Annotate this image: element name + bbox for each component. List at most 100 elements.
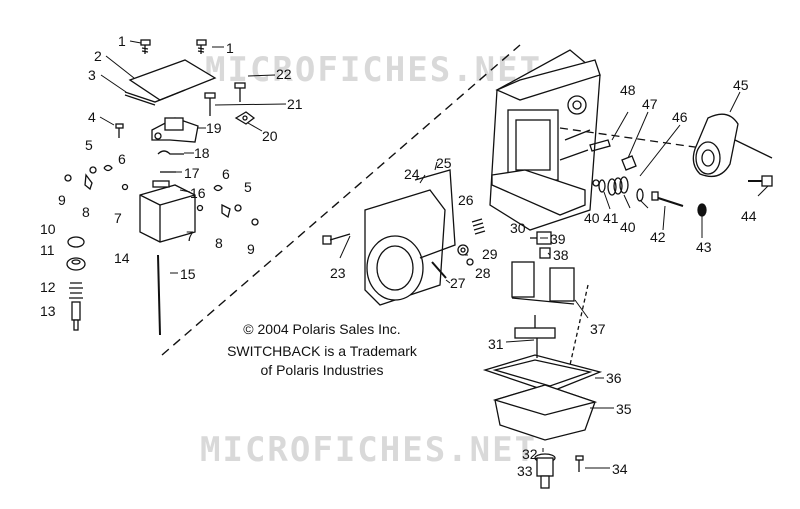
callout-27: 27 (450, 275, 466, 291)
callout-12: 12 (40, 279, 56, 295)
callout-36: 36 (606, 370, 622, 386)
gasket-part-3 (124, 89, 186, 103)
callout-14: 14 (114, 250, 130, 266)
part-9a (64, 174, 72, 182)
copyright-note: © 2004 Polaris Sales Inc. (243, 321, 401, 337)
needle-valve-part-31 (514, 315, 556, 358)
callout-38: 38 (553, 247, 569, 263)
callout-33: 33 (517, 463, 533, 479)
part-7a (121, 183, 129, 191)
callout-40a: 40 (584, 210, 600, 226)
callout-7a: 7 (114, 210, 122, 226)
part-38 (539, 247, 551, 259)
callout-29: 29 (482, 246, 498, 262)
part-46 (621, 155, 637, 171)
pin-part-27 (431, 261, 447, 279)
callout-19: 19 (206, 120, 222, 136)
fitting-part-48 (589, 139, 611, 152)
part-8b (221, 203, 231, 219)
callout-2: 2 (94, 48, 102, 64)
callout-40b: 40 (620, 219, 636, 235)
shaft-part-42 (651, 191, 684, 207)
washer-part-29 (457, 244, 469, 256)
callout-11: 11 (40, 242, 55, 258)
callout-35: 35 (616, 401, 632, 417)
callout-9b: 9 (247, 241, 255, 257)
callout-30: 30 (510, 220, 526, 236)
callout-6b: 6 (222, 166, 230, 182)
callout-45: 45 (733, 77, 749, 93)
callout-39: 39 (550, 231, 566, 247)
callout-21: 21 (287, 96, 303, 112)
throttle-cam-part-45 (692, 113, 773, 178)
bracket-part-19 (151, 117, 199, 143)
trademark-line-2: of Polaris Industries (260, 362, 384, 378)
screw-part-44 (748, 175, 773, 187)
callout-3: 3 (88, 67, 96, 83)
callout-18: 18 (194, 145, 210, 161)
callout-16: 16 (190, 185, 206, 201)
part-8a (84, 173, 93, 191)
part-6b (213, 184, 223, 192)
callout-6a: 6 (118, 151, 126, 167)
spring-part-41 (607, 176, 629, 196)
callout-26: 26 (458, 192, 474, 208)
screw-part-34 (575, 455, 584, 472)
watermark-top: MICROFICHES.NET (205, 50, 543, 90)
callout-42: 42 (650, 229, 666, 245)
callout-48: 48 (620, 82, 636, 98)
slide-valve-part-14 (139, 180, 196, 243)
jet-part-12-13 (69, 282, 83, 331)
callout-37: 37 (590, 321, 606, 337)
part-9b (251, 218, 259, 226)
carburetor-body (489, 49, 601, 231)
screw-part-22 (234, 82, 246, 102)
watermark-bottom: MICROFICHES.NET (200, 430, 538, 470)
drain-plug-part-32-33 (534, 453, 556, 489)
callout-13: 13 (40, 303, 56, 319)
part-28 (466, 258, 474, 266)
callout-25: 25 (436, 155, 452, 171)
callout-7b: 7 (186, 228, 194, 244)
nut-part-10 (67, 236, 85, 248)
trademark-line-1: SWITCHBACK is a Trademark (227, 343, 417, 359)
clip-part-18 (157, 150, 184, 155)
callout-5a: 5 (85, 137, 93, 153)
part-5b (234, 204, 242, 212)
dashed-divider (161, 44, 521, 356)
callout-5b: 5 (244, 179, 252, 195)
part-43 (697, 203, 707, 217)
callout-4: 4 (88, 109, 96, 125)
callout-9a: 9 (58, 192, 66, 208)
callout-17: 17 (184, 165, 200, 181)
callout-28: 28 (475, 265, 491, 281)
callout-44: 44 (741, 208, 757, 224)
callout-24: 24 (404, 166, 420, 182)
washer-part-40b (636, 188, 644, 202)
part-7b (196, 204, 204, 212)
needle-part-15 (157, 254, 161, 336)
callout-34: 34 (612, 461, 628, 477)
spring-part-26 (471, 218, 486, 235)
callout-41: 41 (603, 210, 619, 226)
callout-43: 43 (696, 239, 712, 255)
screw-part-1b (196, 39, 207, 54)
callout-10: 10 (40, 221, 56, 237)
callout-20: 20 (262, 128, 278, 144)
leader-lines (99, 40, 769, 469)
callout-1a: 1 (118, 33, 126, 49)
float-bowl-part-35 (492, 384, 598, 441)
gasket-part-36 (482, 354, 603, 393)
screw-part-23 (322, 233, 351, 245)
cover-plate-part-2 (128, 59, 217, 101)
screw-part-1a (140, 39, 151, 54)
callout-31: 31 (488, 336, 504, 352)
float-part-37 (511, 261, 575, 305)
callout-22: 22 (276, 66, 292, 82)
callout-23: 23 (330, 265, 346, 281)
part-5a (89, 166, 97, 174)
washer-part-40a (598, 179, 606, 193)
gasket-part-25 (414, 169, 456, 259)
